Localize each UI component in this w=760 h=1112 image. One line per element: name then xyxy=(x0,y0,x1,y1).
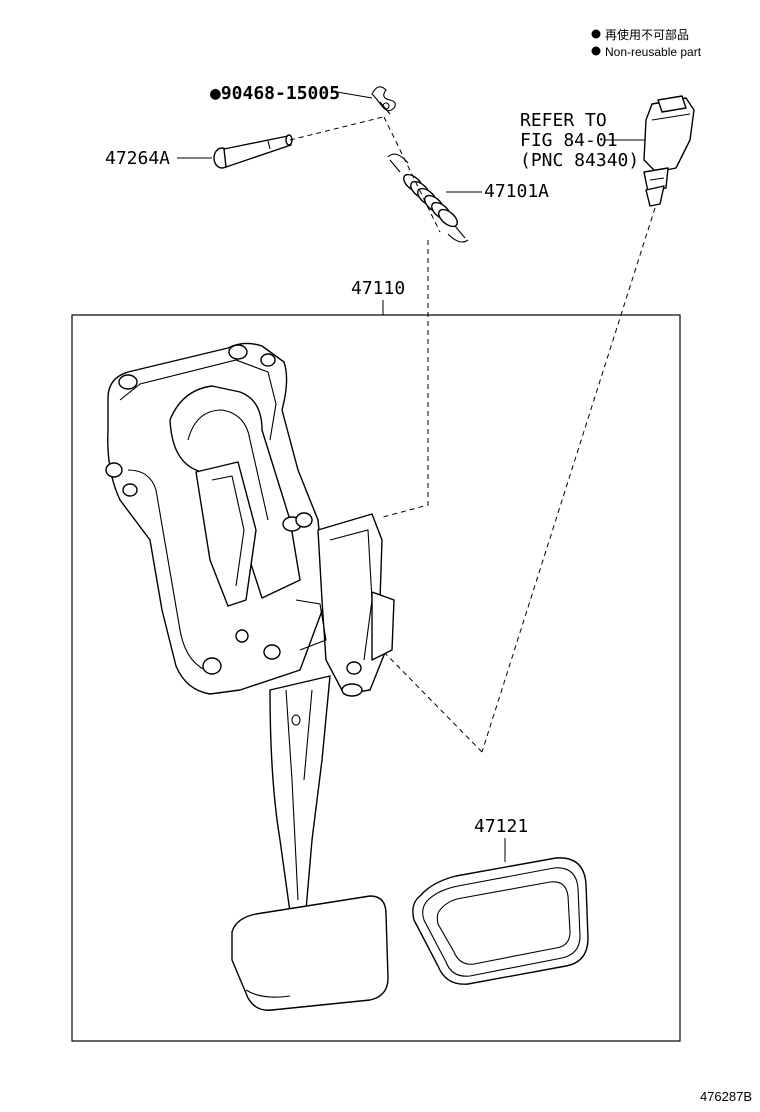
refer-note: REFER TO FIG 84-01 (PNC 84340) xyxy=(520,110,639,171)
label-clip: ●90468-15005 xyxy=(210,83,340,104)
pedal-pad-part xyxy=(412,857,589,985)
label-pin: 47264A xyxy=(105,148,170,169)
pedal-bracket xyxy=(105,342,395,697)
figure-number: 476287B xyxy=(700,1089,752,1104)
label-pedal-pad: 47121 xyxy=(474,816,528,837)
legend-bullet-icon xyxy=(591,29,601,39)
refer-line-2: FIG 84-01 xyxy=(520,130,618,151)
refer-line-3: (PNC 84340) xyxy=(520,150,639,171)
pedal-lever xyxy=(231,675,389,1011)
legend: 再使用不可部品 Non-reusable part xyxy=(591,27,702,59)
clip-part xyxy=(371,86,396,115)
legend-bullet-icon xyxy=(591,46,601,56)
stop-lamp-switch xyxy=(643,95,695,207)
legend-japanese: 再使用不可部品 xyxy=(605,27,689,42)
refer-line-1: REFER TO xyxy=(520,110,607,131)
assembly-frame xyxy=(71,314,681,1042)
label-spring: 47101A xyxy=(484,181,549,202)
pin-part xyxy=(213,134,293,169)
legend-english: Non-reusable part xyxy=(605,45,702,59)
label-pedal-assembly: 47110 xyxy=(351,278,405,299)
spring-part xyxy=(387,153,469,243)
